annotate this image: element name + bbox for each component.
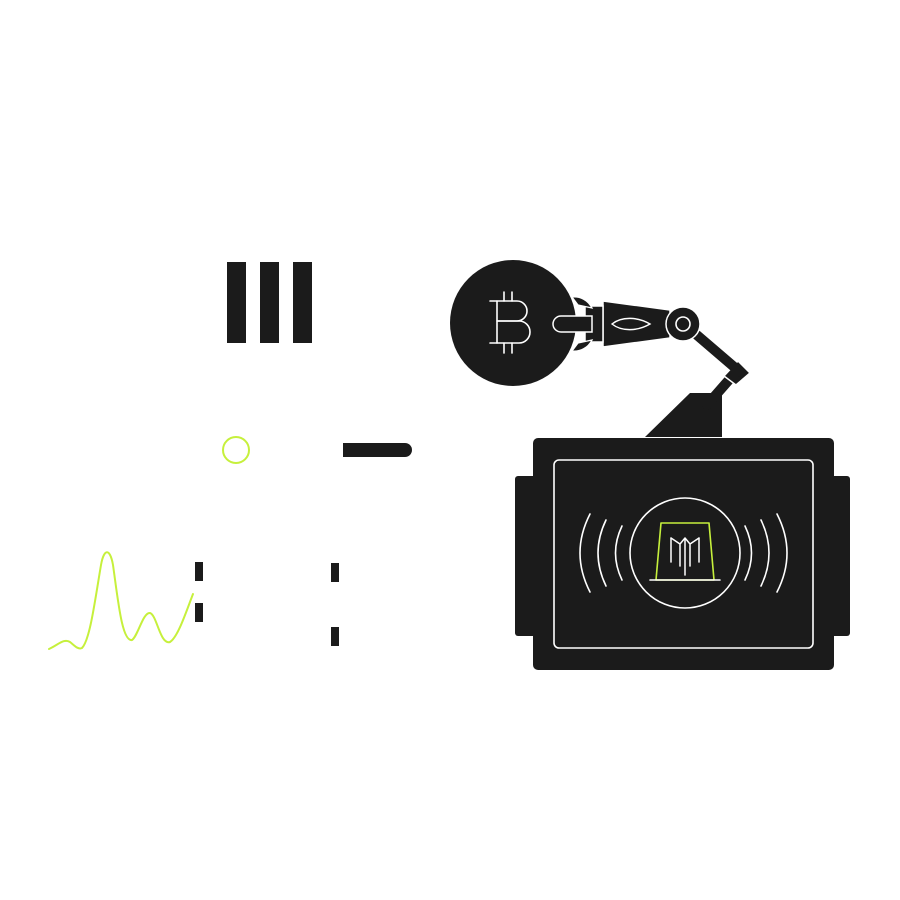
coin-body [450,260,576,386]
tick-mark [331,563,339,582]
vertical-bar [293,262,312,343]
alarm-siren-icon [629,497,741,609]
siren-inner-symbol [670,537,700,576]
horizontal-dash-decoration [343,443,412,457]
monitor-icon [515,438,850,670]
monitor-side-handle-left [515,476,537,636]
arm-forearm-detail [610,317,652,331]
arm-elbow-pin [675,316,691,332]
vertical-bars-decoration [227,262,312,343]
bitcoin-coin-icon [450,260,576,386]
accent-ring-decoration [222,436,250,464]
tick-mark [195,562,203,581]
robotic-arm-icon [552,296,752,437]
signal-waves-icon [579,513,788,593]
tick-mark [195,603,203,622]
tick-marks-decoration [195,562,339,646]
arm-gripper-pin [552,315,593,333]
pulse-line-icon [48,551,194,650]
tick-mark [331,627,339,646]
bitcoin-symbol-icon [489,291,531,354]
vertical-bar [260,262,279,343]
arm-gripper-bottom [570,339,594,352]
vertical-bar [227,262,246,343]
arm-gripper-top [570,296,594,309]
